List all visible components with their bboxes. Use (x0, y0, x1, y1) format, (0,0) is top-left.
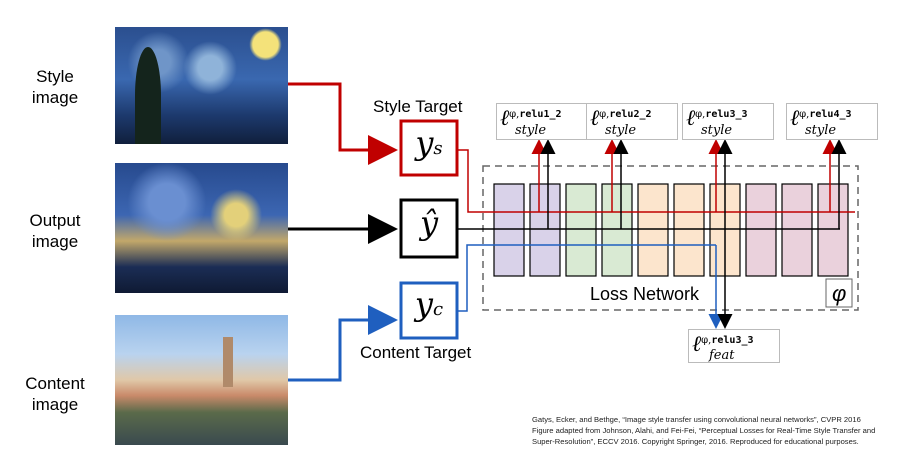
network-layer (529, 183, 561, 277)
loss-subscript: style (515, 123, 547, 138)
loss-subscript: style (605, 123, 637, 138)
credit-line: Super-Resolution”, ECCV 2016. Copyright … (532, 437, 859, 446)
phi-symbol: φ (832, 281, 846, 306)
label-line: image (31, 395, 79, 414)
output-image-label: Output image (0, 210, 110, 252)
layer-stack (493, 183, 849, 277)
content-target-symbol: yc (414, 285, 444, 323)
style-target-symbol: ys (415, 124, 443, 162)
output-target-box (399, 198, 459, 259)
layer-name: relu3_3 (705, 109, 748, 120)
content-target-box (399, 281, 459, 340)
loss-subscript: style (805, 123, 837, 138)
network-layer (673, 183, 705, 277)
credit-line: Gatys, Ecker, and Bethge, “Image style t… (532, 415, 861, 424)
loss-network-label: Loss Network (590, 284, 700, 304)
network-layer (601, 183, 633, 277)
loss-network-region (482, 165, 859, 311)
label-line: Style (36, 67, 74, 86)
style-target-label: Style Target (373, 97, 463, 116)
network-layer (817, 183, 849, 277)
credit-line: Figure adapted from Johnson, Alahi, and … (532, 426, 876, 435)
loss-subscript: style (701, 123, 733, 138)
citation-credits: Gatys, Ecker, and Bethge, “Image style t… (532, 414, 902, 447)
style-target-box (399, 119, 459, 177)
phi-box (825, 278, 853, 308)
output-stylized-image (115, 163, 288, 293)
network-layer (565, 183, 597, 277)
network-layer (745, 183, 777, 277)
tower-shape (223, 337, 233, 387)
style-image-label: Style image (0, 66, 110, 108)
content-image-label: Content image (0, 373, 110, 415)
style-arrow (288, 82, 398, 165)
output-target-symbol: ŷ (419, 204, 439, 242)
content-photo-image (115, 315, 288, 445)
network-layer (637, 183, 669, 277)
layer-name: relu4_3 (809, 109, 852, 120)
label-line: image (31, 88, 79, 107)
network-layer (781, 183, 813, 277)
label-line: Content (25, 374, 85, 393)
starry-night-image (115, 27, 288, 144)
content-arrow (288, 305, 398, 382)
layer-name: relu1_2 (519, 109, 562, 120)
network-layer (493, 183, 525, 277)
label-line: image (31, 232, 79, 251)
content-target-label: Content Target (360, 343, 472, 362)
label-line: Output (29, 211, 81, 230)
layer-name: relu2_2 (609, 109, 652, 120)
cypress-shape (135, 47, 161, 144)
feat-loss-label: ℓφ,relu3_3 feat (688, 329, 780, 363)
